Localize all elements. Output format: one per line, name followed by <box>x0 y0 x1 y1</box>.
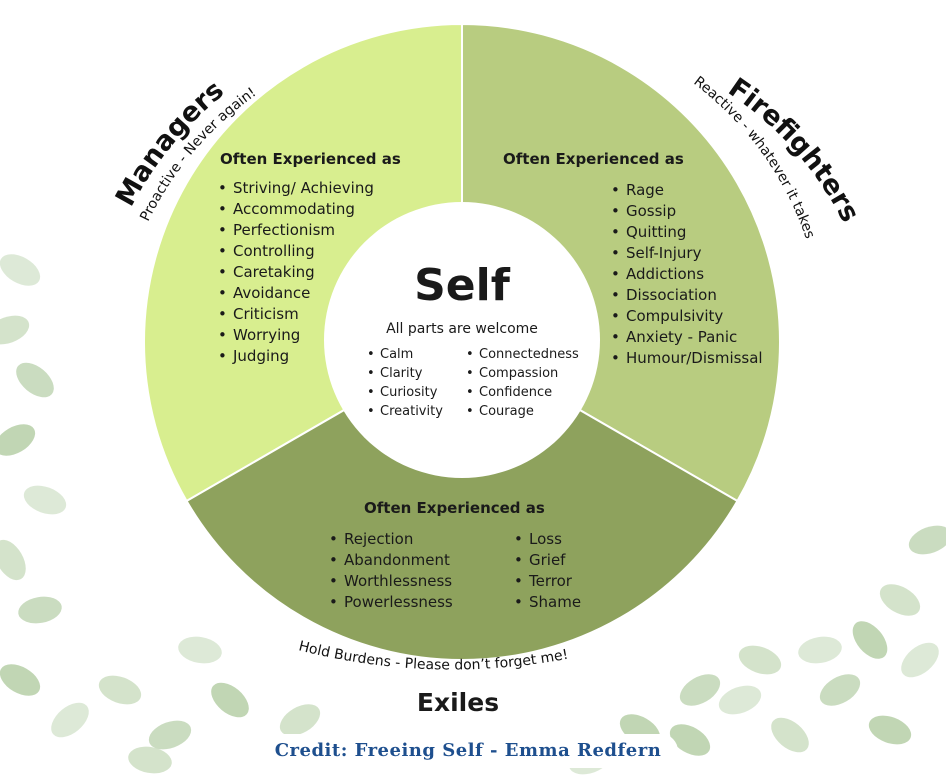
leaf-shape <box>178 636 222 664</box>
self-title: Self <box>414 260 510 311</box>
leaf-shape <box>798 636 842 664</box>
list-item: Striving/ Achieving <box>218 178 374 199</box>
leaf-shape <box>98 675 142 705</box>
leaf-shape <box>128 746 172 774</box>
list-item: Controlling <box>218 241 374 262</box>
list-item: Compassion <box>466 364 579 383</box>
exiles-title: Exiles <box>416 688 500 717</box>
leaf-shape <box>852 621 888 659</box>
list-item: Dissociation <box>611 285 763 306</box>
leaf-shape <box>771 717 809 753</box>
leaf-shape <box>148 720 192 750</box>
list-item: Humour/Dismissal <box>611 348 763 369</box>
leaf-shape <box>23 485 67 515</box>
leaf-shape <box>16 362 54 398</box>
list-item: Judging <box>218 346 374 367</box>
list-item: Confidence <box>466 383 579 402</box>
managers-heading: Often Experienced as <box>220 150 401 168</box>
exiles-list-left: Rejection Abandonment Worthlessness Powe… <box>329 529 453 613</box>
leaf-shape <box>679 674 721 706</box>
credit-banner: Credit: Freeing Self - Emma Redfern <box>258 734 678 768</box>
leaf-shape <box>0 664 41 696</box>
list-item: Quitting <box>611 222 763 243</box>
exiles-heading: Often Experienced as <box>364 499 545 517</box>
leaf-shape <box>908 525 946 555</box>
list-item: Powerlessness <box>329 592 453 613</box>
list-item: Gossip <box>611 201 763 222</box>
list-item: Worthlessness <box>329 571 453 592</box>
list-item: Rage <box>611 180 763 201</box>
self-list-left: Calm Clarity Curiosity Creativity <box>367 345 443 421</box>
leaf-shape <box>18 596 62 624</box>
list-item: Compulsivity <box>611 306 763 327</box>
exiles-segment <box>185 340 739 661</box>
list-item: Loss <box>514 529 581 550</box>
exiles-list-right: Loss Grief Terror Shame <box>514 529 581 613</box>
list-item: Clarity <box>367 364 443 383</box>
list-item: Terror <box>514 571 581 592</box>
list-item: Addictions <box>611 264 763 285</box>
leaf-shape <box>211 682 249 718</box>
leaf-shape <box>901 642 939 678</box>
list-item: Connectedness <box>466 345 579 364</box>
firefighters-heading: Often Experienced as <box>503 150 684 168</box>
leaf-shape <box>718 685 762 715</box>
self-list-right: Connectedness Compassion Confidence Cour… <box>466 345 579 421</box>
list-item: Rejection <box>329 529 453 550</box>
leaf-shape <box>0 539 26 581</box>
list-item: Criticism <box>218 304 374 325</box>
leaf-shape <box>819 674 861 706</box>
list-item: Caretaking <box>218 262 374 283</box>
leaf-shape <box>279 704 321 736</box>
leaf-shape <box>51 702 89 738</box>
list-item: Worrying <box>218 325 374 346</box>
leaf-shape <box>0 254 41 286</box>
firefighters-list: Rage Gossip Quitting Self-Injury Addicti… <box>611 180 763 369</box>
list-item: Creativity <box>367 402 443 421</box>
leaf-shape <box>669 724 711 756</box>
list-item: Perfectionism <box>218 220 374 241</box>
self-subtitle: All parts are welcome <box>386 321 538 337</box>
list-item: Anxiety - Panic <box>611 327 763 348</box>
leaf-shape <box>0 315 30 345</box>
list-item: Curiosity <box>367 383 443 402</box>
leaf-shape <box>0 424 36 456</box>
leaf-shape <box>868 715 912 745</box>
managers-list: Striving/ Achieving Accommodating Perfec… <box>218 178 374 367</box>
list-item: Avoidance <box>218 283 374 304</box>
list-item: Abandonment <box>329 550 453 571</box>
list-item: Shame <box>514 592 581 613</box>
list-item: Accommodating <box>218 199 374 220</box>
list-item: Grief <box>514 550 581 571</box>
list-item: Courage <box>466 402 579 421</box>
list-item: Self-Injury <box>611 243 763 264</box>
list-item: Calm <box>367 345 443 364</box>
leaf-shape <box>738 645 782 675</box>
leaf-shape <box>879 584 921 616</box>
